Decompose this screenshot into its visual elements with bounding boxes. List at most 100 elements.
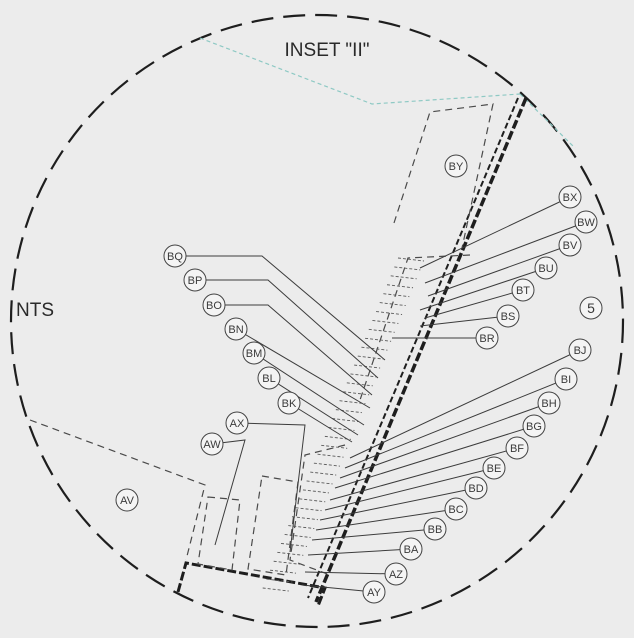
hatch-line xyxy=(295,507,322,512)
leader-bj xyxy=(349,349,581,459)
tag-bq: BQ xyxy=(163,244,187,268)
tag-label-bg: BG xyxy=(526,421,542,433)
number-tag-circle xyxy=(579,296,603,320)
tag-circle-by xyxy=(444,154,468,178)
tag-label-bn: BN xyxy=(228,324,243,336)
tag-label-by: BY xyxy=(449,161,464,173)
leader-bq xyxy=(175,255,386,361)
hatch-line xyxy=(288,525,315,530)
tag-av: AV xyxy=(115,488,139,512)
tag-circle-bj xyxy=(568,338,592,362)
tag-circle-bp xyxy=(183,268,207,292)
main-wall-inner xyxy=(307,97,519,599)
tag-bn: BN xyxy=(224,317,248,341)
tag-label-bh: BH xyxy=(541,398,556,410)
inset-title: INSET "II" xyxy=(285,40,370,61)
tag-circle-bv xyxy=(558,233,582,257)
leader-bt xyxy=(424,289,524,319)
number-tag: 5 xyxy=(579,296,603,320)
leader-bc xyxy=(315,508,457,531)
hatch-line xyxy=(284,534,311,538)
tag-bl: BL xyxy=(257,366,281,390)
leader-bw xyxy=(424,221,587,284)
leader-bn xyxy=(235,328,371,409)
tag-circle-bt xyxy=(511,278,535,302)
tag-circle-bi xyxy=(554,367,578,391)
hatch-line xyxy=(397,257,425,262)
leader-bv xyxy=(427,244,571,297)
hatch-line xyxy=(269,569,297,574)
tag-circle-bm xyxy=(242,341,266,365)
leader-bd xyxy=(319,487,477,521)
lower-zone-boundary xyxy=(289,444,346,576)
hatch-line xyxy=(368,328,395,333)
bottom-wall xyxy=(176,561,328,607)
hatch-line xyxy=(277,551,304,556)
tag-bo: BO xyxy=(202,293,226,317)
hatch-line xyxy=(313,462,340,467)
hatch-line xyxy=(372,319,399,324)
leader-bi xyxy=(344,378,567,469)
leader-bg xyxy=(334,425,535,489)
tag-circle-bg xyxy=(522,414,546,438)
tag-bt: BT xyxy=(511,278,535,302)
tag-circle-bq xyxy=(163,244,187,268)
tag-az: AZ xyxy=(384,562,408,586)
hatch-line xyxy=(302,489,329,494)
tag-bj: BJ xyxy=(568,338,592,362)
leader-lines xyxy=(175,196,587,593)
hatch-line xyxy=(350,373,377,378)
tag-bd: BD xyxy=(464,476,488,500)
hatch-line xyxy=(383,293,410,298)
hatch-line xyxy=(365,337,392,342)
tag-circle-bs xyxy=(496,304,520,328)
tag-bm: BM xyxy=(242,341,266,365)
tag-circle-ay xyxy=(362,580,386,604)
leader-aw xyxy=(211,439,246,546)
main-wall xyxy=(314,97,528,603)
tag-circle-az xyxy=(384,562,408,586)
leader-ay xyxy=(301,584,375,593)
tag-bs: BS xyxy=(496,304,520,328)
hatch-line xyxy=(386,284,414,289)
hatch-line xyxy=(343,391,370,396)
tag-bv: BV xyxy=(558,233,582,257)
hatch-line xyxy=(291,516,319,521)
tag-label-av: AV xyxy=(120,495,135,507)
hatch-line xyxy=(280,542,308,547)
hatch-line xyxy=(273,560,300,565)
tag-circle-bu xyxy=(534,256,558,280)
tag-ba: BA xyxy=(399,537,423,561)
tag-bf: BF xyxy=(505,436,529,460)
aw-box xyxy=(197,496,241,571)
hatch-line xyxy=(310,471,337,476)
tag-label-bv: BV xyxy=(563,240,578,252)
leader-bm xyxy=(253,352,365,426)
leader-bl xyxy=(268,377,359,436)
property-line-segment xyxy=(519,93,576,149)
tag-label-bq: BQ xyxy=(167,251,183,263)
tag-aw: AW xyxy=(200,432,224,456)
tag-circle-bw xyxy=(574,210,598,234)
tag-label-bf: BF xyxy=(510,443,524,455)
hatch-line xyxy=(306,480,333,485)
property-line xyxy=(199,37,521,105)
tag-by: BY xyxy=(444,154,468,178)
tag-bi: BI xyxy=(554,367,578,391)
hatch-line xyxy=(321,444,348,449)
tag-label-bl: BL xyxy=(262,373,275,385)
tag-circle-bb xyxy=(423,517,447,541)
tag-circle-bf xyxy=(505,436,529,460)
tag-bc: BC xyxy=(444,497,468,521)
tag-label-az: AZ xyxy=(389,569,403,581)
tag-bx: BX xyxy=(558,185,582,209)
hatch-line xyxy=(390,275,417,280)
hatch-line xyxy=(266,578,293,583)
tag-label-bk: BK xyxy=(282,398,297,410)
tag-label-bt: BT xyxy=(516,285,530,297)
tag-label-ax: AX xyxy=(230,418,245,430)
hatch-line xyxy=(357,355,384,360)
tag-br: BR xyxy=(475,326,499,350)
tag-bw: BW xyxy=(574,210,598,234)
tag-circle-aw xyxy=(200,432,224,456)
